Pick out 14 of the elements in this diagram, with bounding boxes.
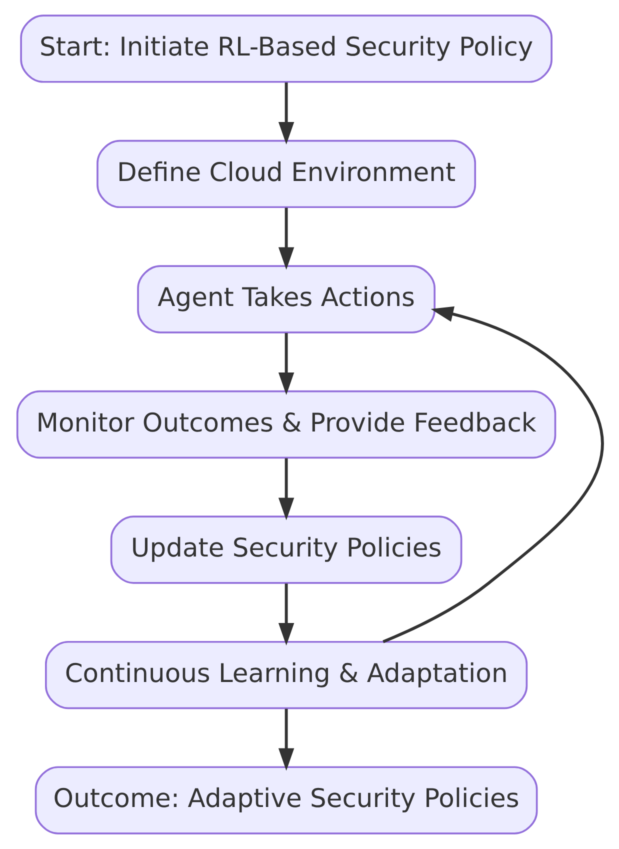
- node-box: Outcome: Adaptive Security Policies: [34, 766, 538, 834]
- node-box: Update Security Policies: [110, 516, 462, 584]
- node-box: Start: Initiate RL-Based Security Policy: [20, 14, 552, 83]
- arrow: [278, 458, 294, 520]
- node-box: Continuous Learning & Adaptation: [44, 640, 528, 710]
- arrow: [278, 333, 294, 395]
- node-box: Agent Takes Actions: [136, 265, 436, 334]
- arrow: [278, 708, 294, 771]
- arrow: [278, 208, 294, 270]
- node-box: Monitor Outcomes & Provide Feedback: [16, 390, 556, 459]
- node-box: Define Cloud Environment: [96, 140, 476, 208]
- arrow: [278, 584, 294, 646]
- arrow: [278, 82, 294, 144]
- arrow: [382, 306, 604, 644]
